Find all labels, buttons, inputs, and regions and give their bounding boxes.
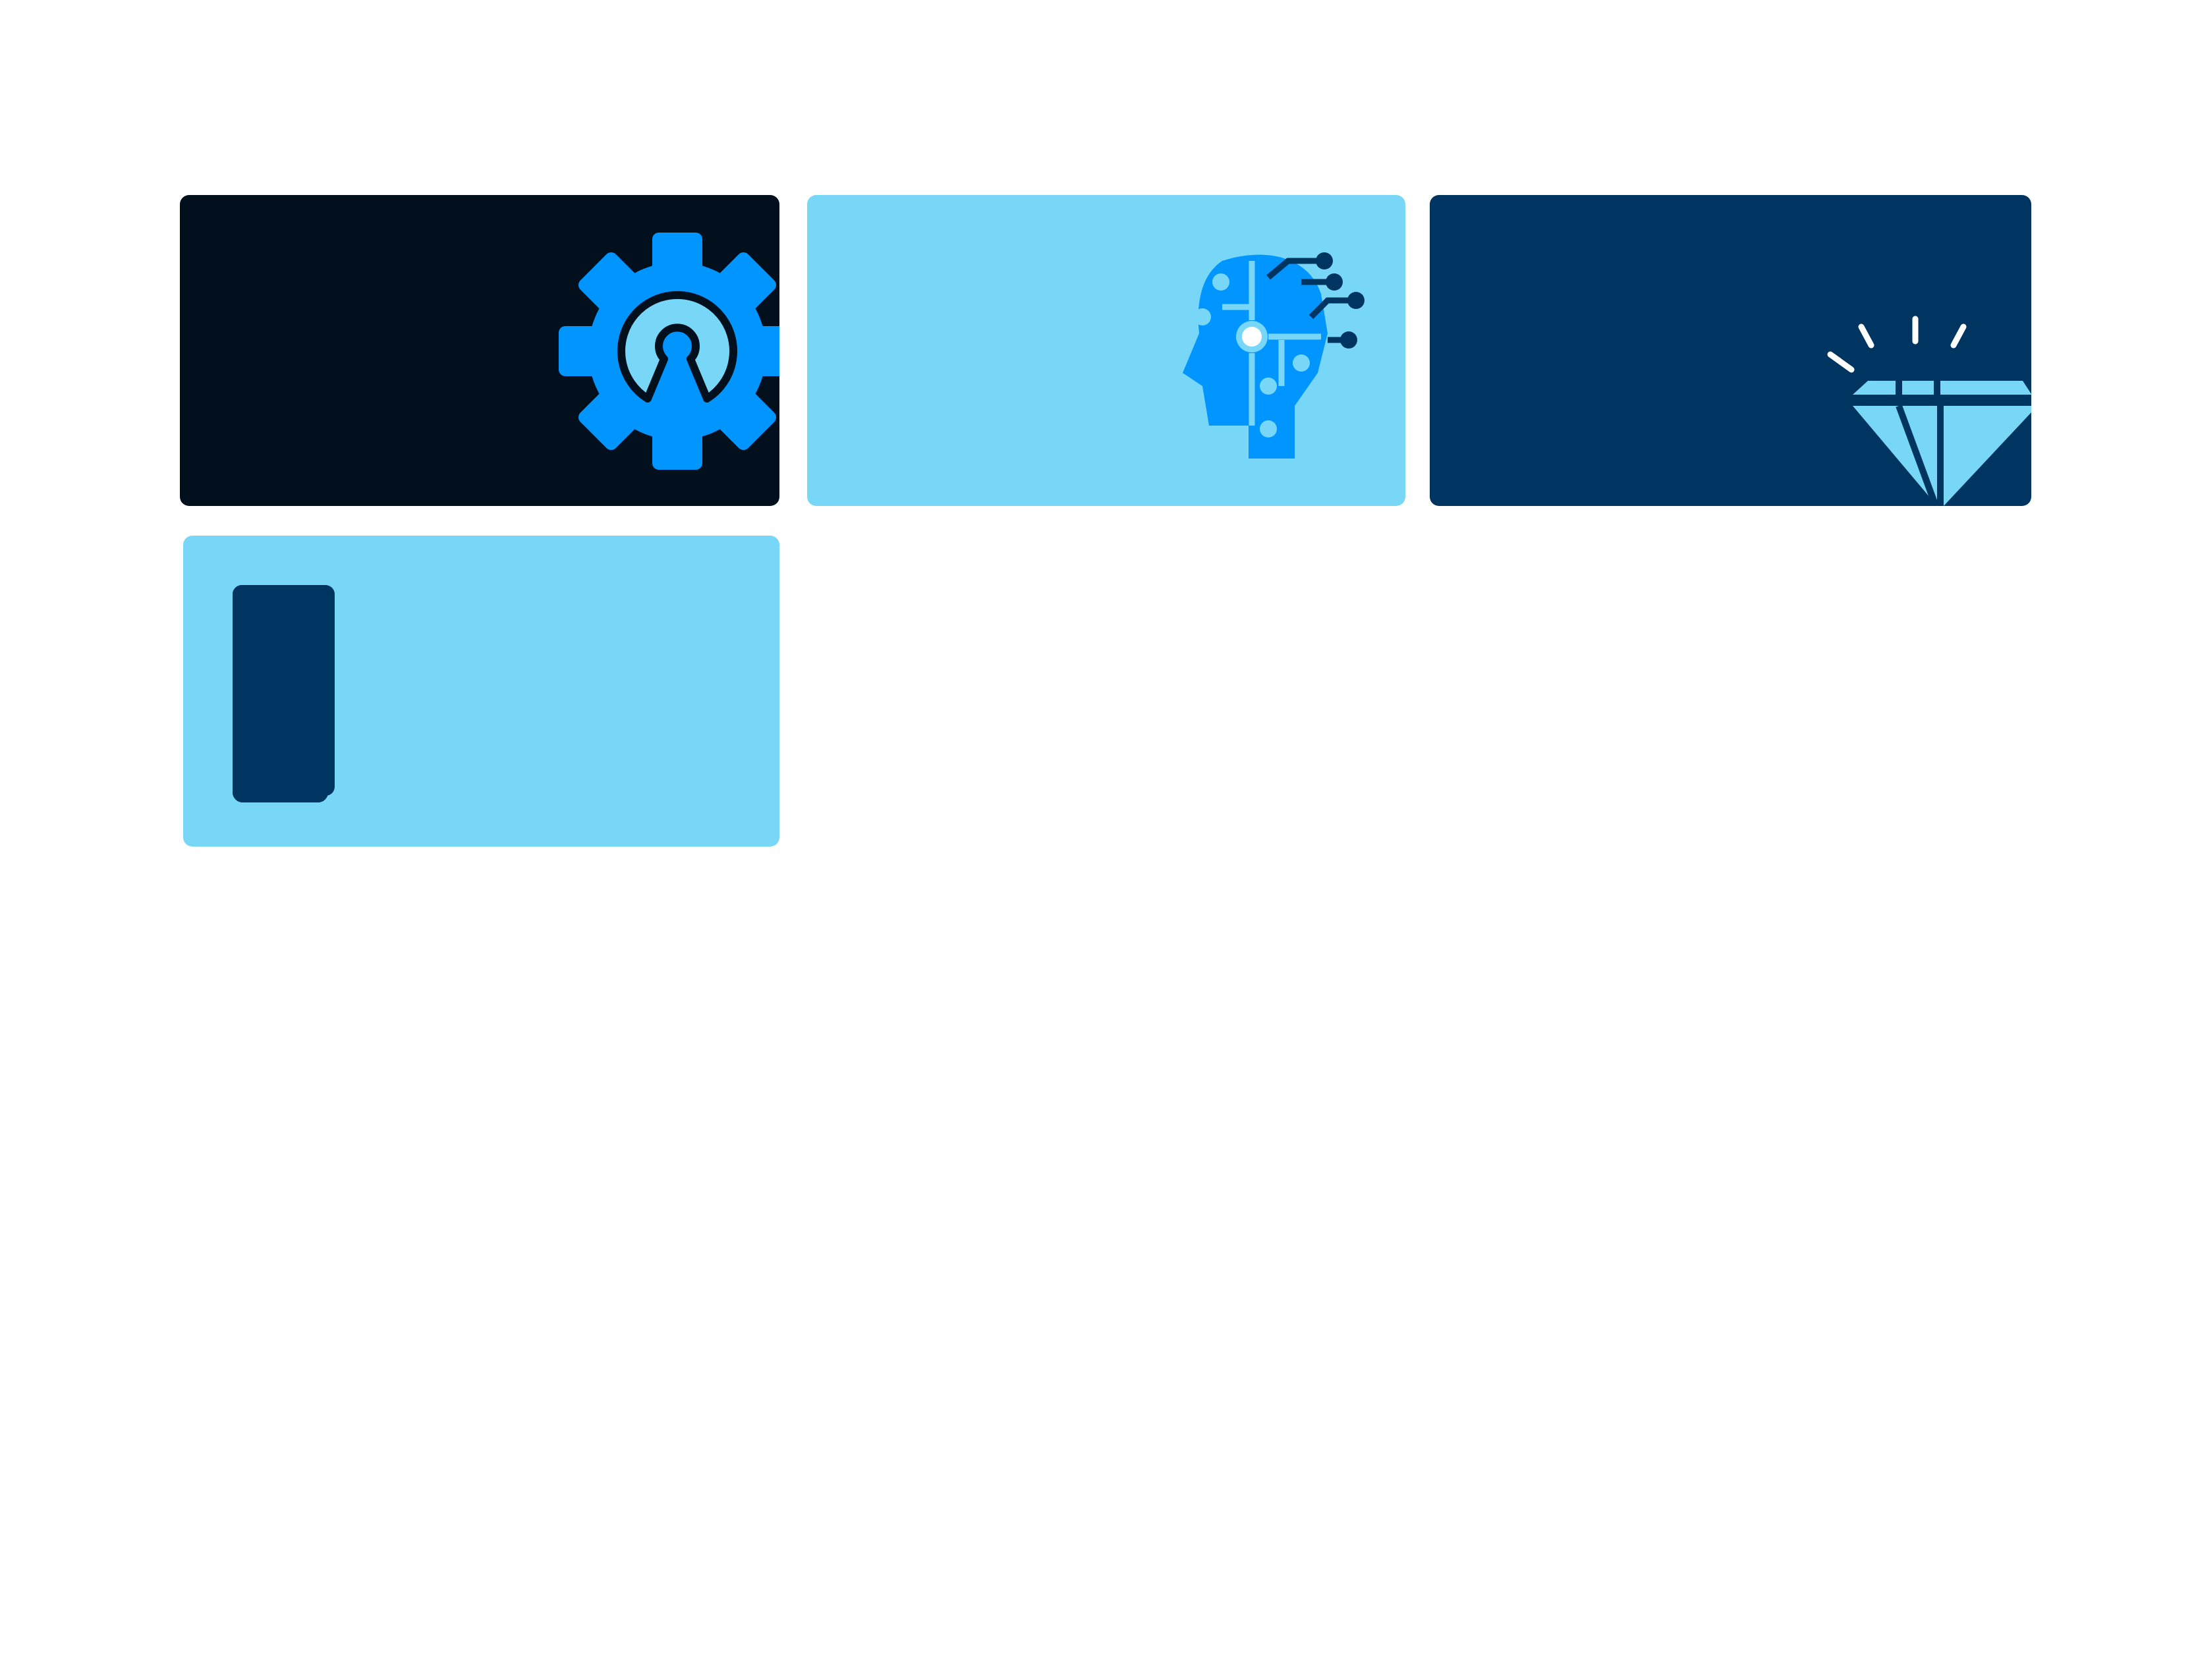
diamond-icon bbox=[1827, 316, 2031, 506]
card-text bbox=[1468, 256, 1837, 427]
card-valuable-future bbox=[1430, 195, 2031, 506]
card-mission-critical bbox=[180, 195, 779, 506]
card-ai bbox=[807, 195, 1405, 506]
open-source-gear-icon bbox=[559, 233, 779, 470]
card-governance bbox=[183, 536, 779, 847]
ai-head-circuit-icon bbox=[1183, 252, 1365, 459]
card-text bbox=[218, 246, 561, 411]
card-text bbox=[845, 242, 1187, 427]
clipboard-checklist-icon bbox=[233, 585, 335, 802]
